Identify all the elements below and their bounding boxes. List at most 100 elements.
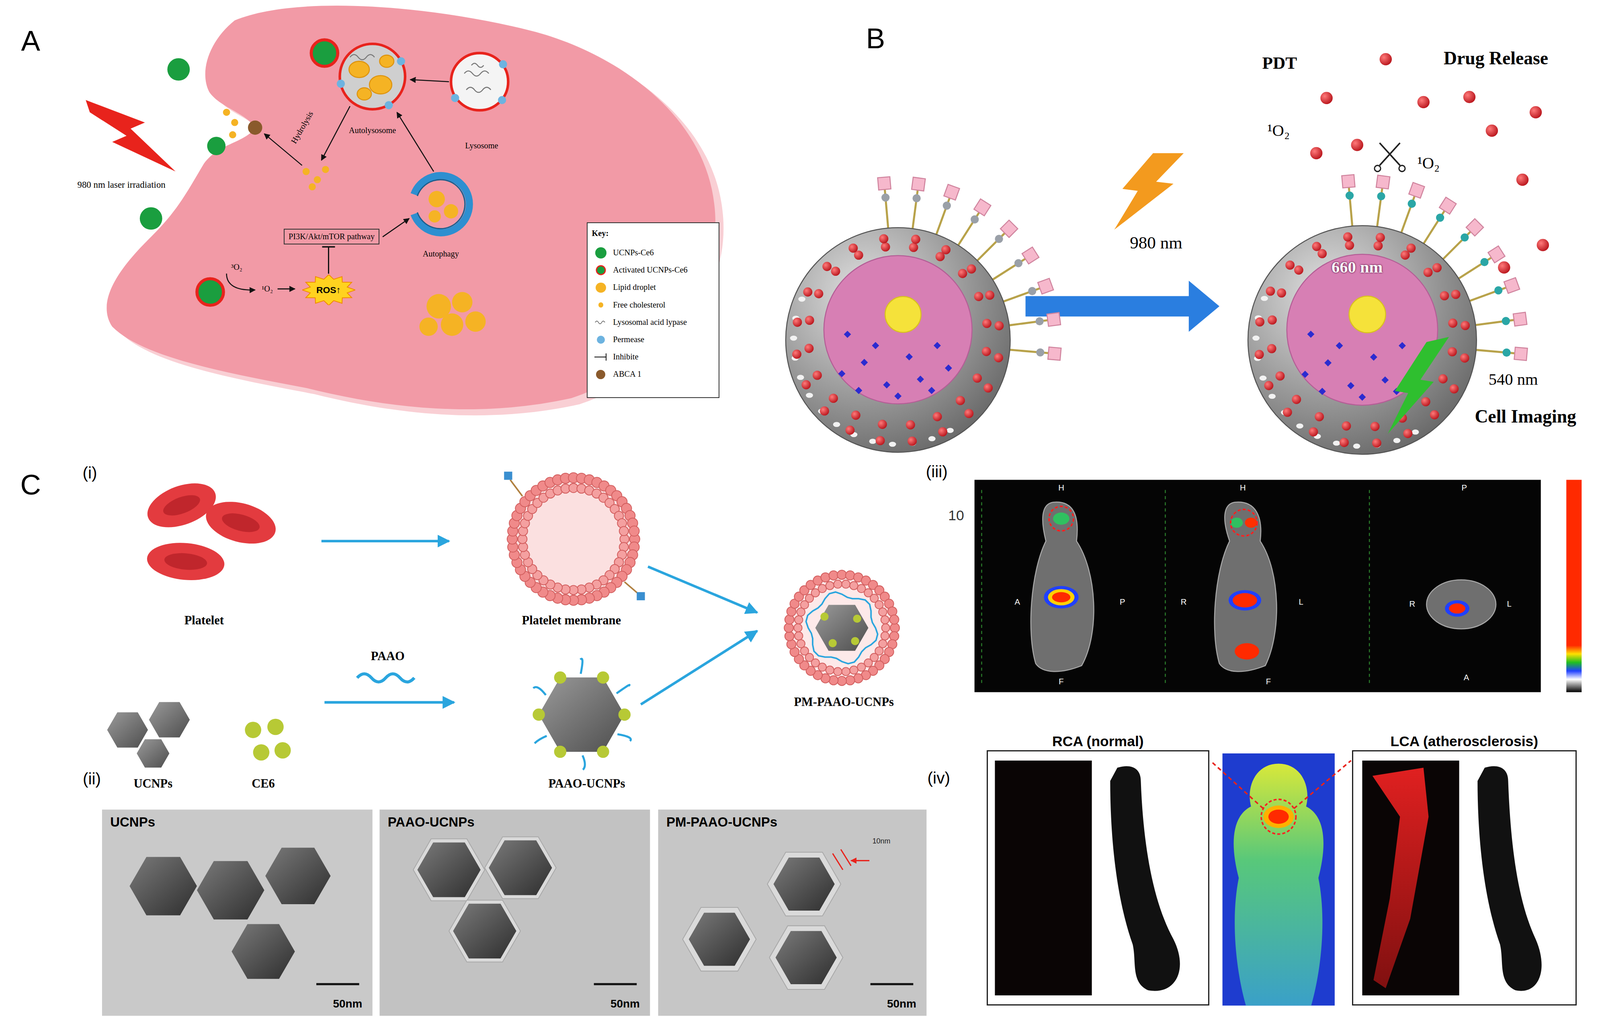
upconversion-dopant [844,330,852,339]
core-shell [823,255,973,404]
hotspot [1263,805,1294,828]
free-cholesterol [302,167,310,176]
ce6-molecule [253,743,270,761]
released-drug [1351,138,1364,151]
permease [384,100,393,109]
drug-molecule [801,380,811,390]
orientation-letter: A [1014,597,1021,607]
activated-nanoparticle [311,39,338,67]
phospholipid [889,631,900,641]
lipid-droplet [369,75,392,95]
gatekeeper-cap [1047,346,1062,361]
process-arrow [647,566,758,613]
molecule-label: ¹O₂ [1417,153,1441,173]
coating-halo [767,852,841,916]
ros-starburst: ROS↑ [302,274,356,306]
signal-spot [1234,643,1260,660]
autolysosome [339,43,405,110]
orientation-letter: L [1506,599,1512,609]
lipid-droplet [443,204,459,219]
signal-spot [1232,592,1258,608]
upconversion-dopant [928,386,936,394]
drug-molecule [1282,407,1293,417]
drug-molecule [1448,318,1458,328]
legend-text: Free cholesterol [612,300,666,310]
process-label: Drug Release [1443,47,1549,69]
ucnp-crystal [149,701,191,738]
color-bar [1566,479,1582,692]
phospholipid [845,570,855,580]
phospholipid [849,665,858,675]
roi-circle [1230,509,1258,536]
legend-swatch [595,282,606,293]
nanoparticle-sphere [785,176,1062,453]
drug-molecule [966,264,977,274]
vessel-silhouette [1110,766,1180,991]
membrane-protein [636,592,645,601]
vessel-image [1362,760,1459,996]
orientation-letter: F [1058,676,1064,687]
gatekeeper-cap [1466,218,1484,236]
ce6-molecule [596,745,609,758]
coating-halo [448,899,521,962]
frame-heading: RCA (normal) [1052,733,1144,750]
organelle-label: Autolysosome [348,125,396,136]
phospholipid [857,662,866,671]
scale-bar [316,982,360,985]
lipid-droplet [419,317,438,336]
scale-bar [870,982,914,985]
phospholipid [784,614,795,625]
upconversion-dopant [1307,330,1315,338]
zoom-line [1210,760,1264,809]
drug-molecule [911,234,921,244]
lipid-droplet [428,190,445,208]
legend-swatch [596,369,606,380]
phospholipid [820,572,830,582]
ce6-molecule [554,745,567,758]
pore [946,427,954,433]
signal-spot [1244,517,1257,528]
drug-molecule [877,419,888,429]
signal-spot [1448,603,1466,614]
signal-spot [1053,512,1070,525]
drug-molecule [851,410,861,420]
pore [796,374,805,380]
drug-molecule [1449,384,1459,394]
hotspot [1268,809,1289,824]
tem-particle [452,903,517,959]
phospholipid [845,675,855,685]
drug-molecule [932,411,943,422]
process-label: PDT [1262,53,1297,74]
lipid-droplet [428,210,441,223]
drug-molecule [1370,421,1380,431]
cell-illustration [85,5,724,416]
drug-molecule [1275,371,1285,381]
mouse-coronal [1214,501,1277,672]
legend-text: UCNPs-Ce6 [612,247,654,258]
legend-swatch [596,335,605,344]
vessel-silhouette [1477,766,1542,991]
upconversion-dopant [855,386,863,394]
phospholipid [829,675,839,685]
upconversion-dopant [894,392,902,400]
nanoparticle [167,58,190,81]
drug-molecule [1372,438,1382,448]
guide-line [981,489,983,684]
photosensitizer [970,215,979,224]
pore [1333,440,1341,446]
pore [1411,429,1420,435]
permease [497,96,507,105]
component-label: Platelet membrane [522,613,621,628]
wavelength-label: 980 nm [1129,232,1183,253]
upconversion-dopant [1324,358,1332,367]
drug-molecule [1447,347,1457,357]
drug-molecule [983,383,993,393]
tem-particle [265,847,331,904]
drug-molecule [958,268,968,279]
drug-molecule [848,243,858,253]
starburst-shape [302,274,356,306]
legend-symbol [592,350,609,363]
pore [869,438,877,444]
drug-molecule [1314,411,1324,422]
